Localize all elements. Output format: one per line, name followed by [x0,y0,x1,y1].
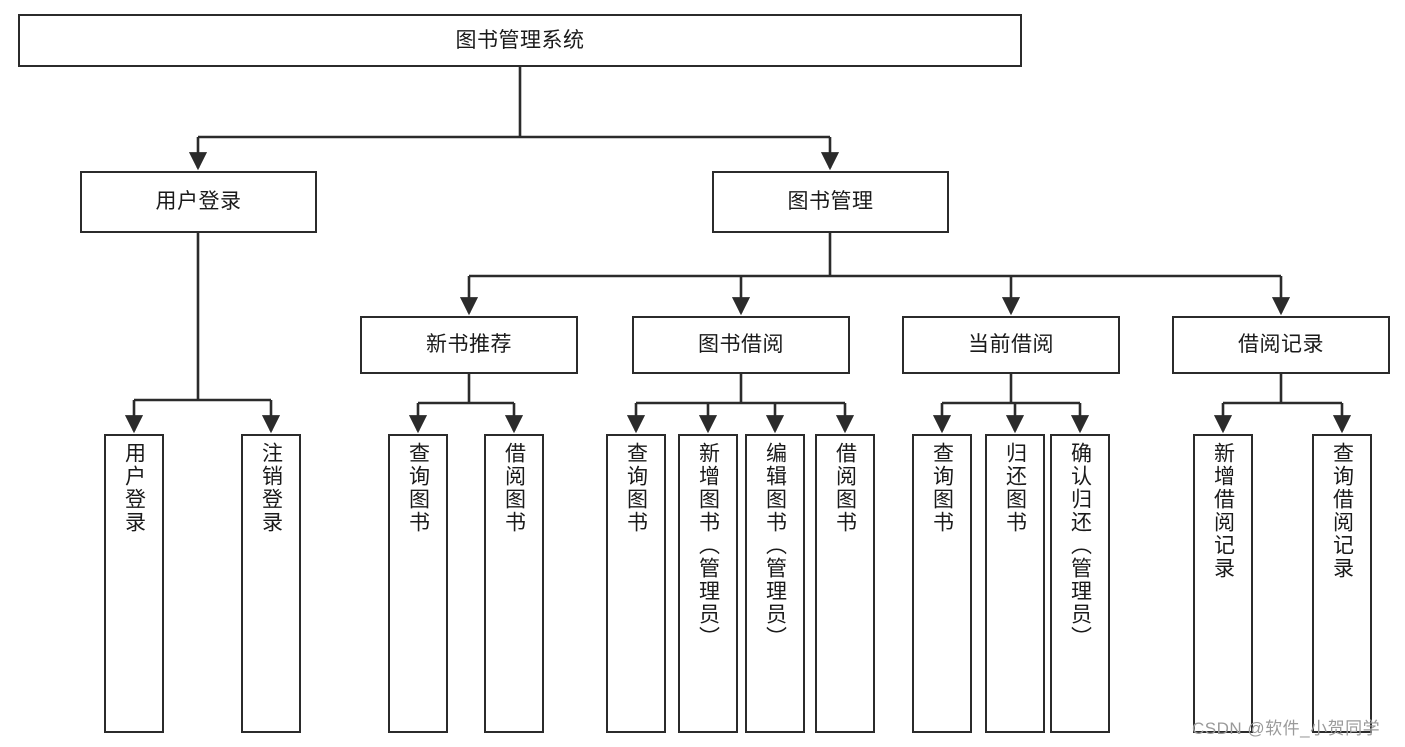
node-label: 新增借阅记录 [1211,442,1235,580]
node-label: 注销登录 [259,442,283,534]
node-label: 图书管理系统 [455,28,585,52]
node-label: 借阅图书 [502,442,526,534]
node-leaf-borrow-book-2[interactable]: 借阅图书 [815,434,875,733]
node-user-login[interactable]: 用户登录 [80,171,317,233]
node-label: 用户登录 [122,442,146,534]
node-new-book-rec[interactable]: 新书推荐 [360,316,578,374]
node-label: 新书推荐 [426,333,512,357]
node-book-manage[interactable]: 图书管理 [712,171,949,233]
node-root-system[interactable]: 图书管理系统 [18,14,1022,67]
node-book-borrow[interactable]: 图书借阅 [632,316,850,374]
node-label: 新增图书（管理员） [696,442,720,649]
node-label: 借阅图书 [833,442,857,534]
node-current-borrow[interactable]: 当前借阅 [902,316,1120,374]
node-label: 图书管理 [787,190,874,214]
node-label: 用户登录 [155,190,242,214]
node-leaf-confirm-return[interactable]: 确认归还（管理员） [1050,434,1110,733]
node-label: 借阅记录 [1238,333,1324,357]
node-borrow-record[interactable]: 借阅记录 [1172,316,1390,374]
node-leaf-edit-book[interactable]: 编辑图书（管理员） [745,434,805,733]
node-leaf-add-record[interactable]: 新增借阅记录 [1193,434,1253,733]
node-label: 确认归还（管理员） [1068,442,1092,649]
node-label: 归还图书 [1003,442,1027,534]
node-leaf-return-book[interactable]: 归还图书 [985,434,1045,733]
node-leaf-query-book-1[interactable]: 查询图书 [388,434,448,733]
node-leaf-query-book-3[interactable]: 查询图书 [912,434,972,733]
node-leaf-add-book[interactable]: 新增图书（管理员） [678,434,738,733]
node-label: 当前借阅 [968,333,1054,357]
node-leaf-query-record[interactable]: 查询借阅记录 [1312,434,1372,733]
node-leaf-user-login[interactable]: 用户登录 [104,434,164,733]
node-leaf-logout[interactable]: 注销登录 [241,434,301,733]
node-label: 查询图书 [406,442,430,534]
csdn-watermark: CSDN @软件_小贺同学 [1192,719,1381,738]
node-leaf-query-book-2[interactable]: 查询图书 [606,434,666,733]
node-label: 编辑图书（管理员） [763,442,787,649]
node-label: 查询借阅记录 [1330,442,1354,580]
node-label: 查询图书 [624,442,648,534]
node-leaf-borrow-book-1[interactable]: 借阅图书 [484,434,544,733]
node-label: 图书借阅 [698,333,784,357]
node-label: 查询图书 [930,442,954,534]
